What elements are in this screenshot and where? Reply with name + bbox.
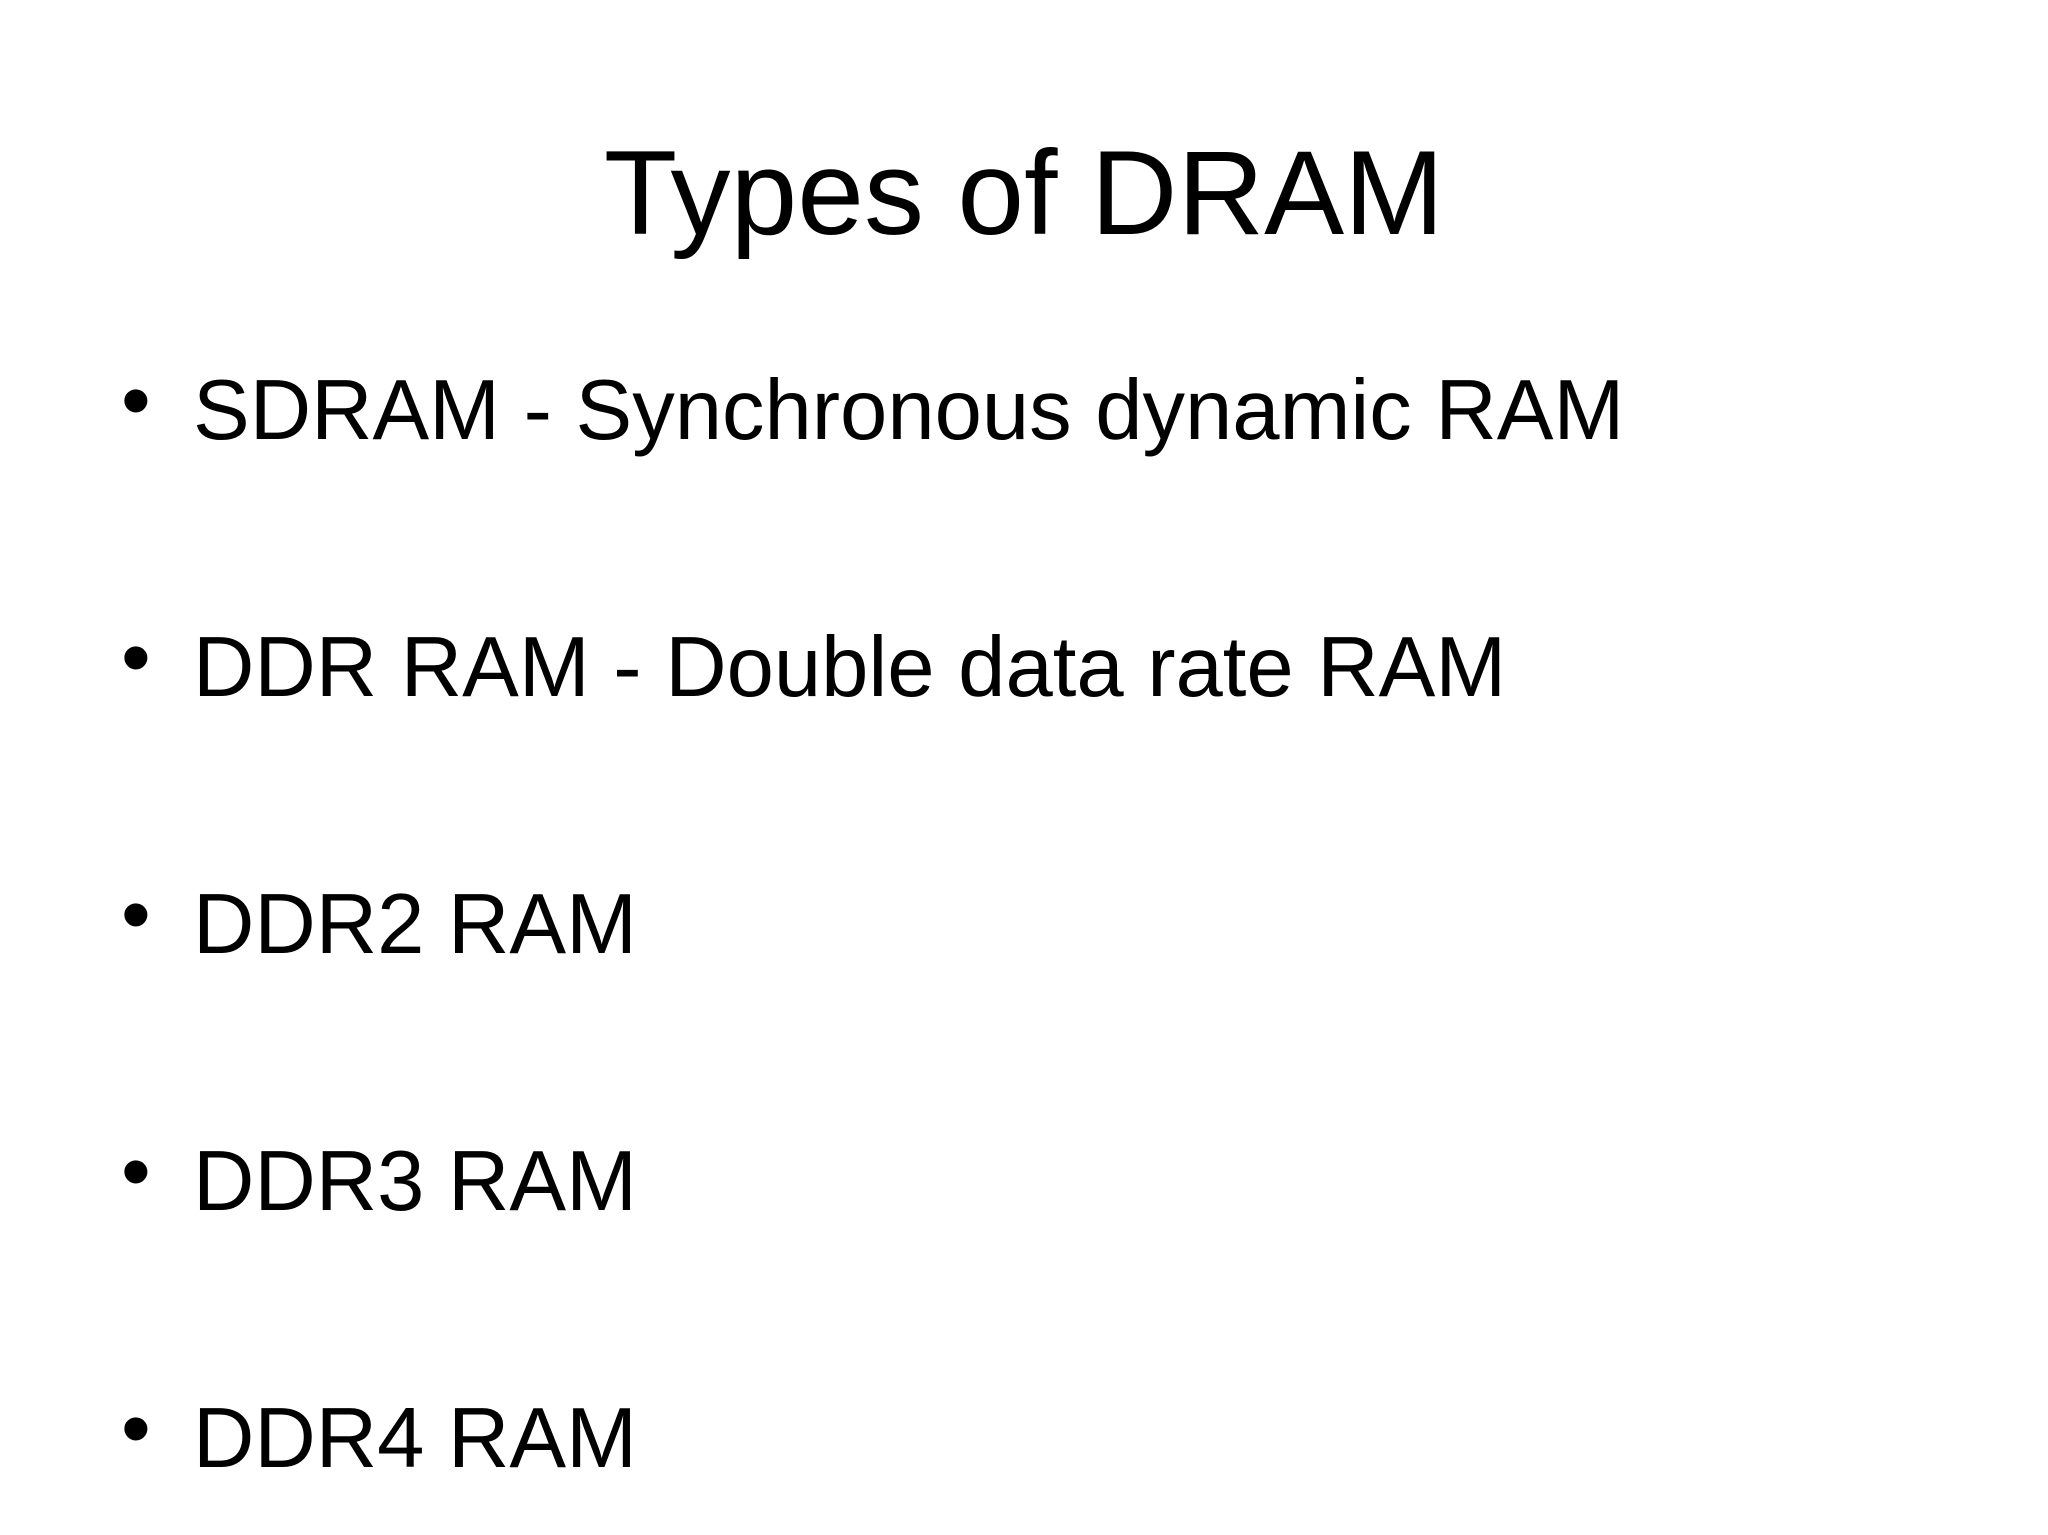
bullet-icon: • [121,353,151,448]
bullet-item: • DDR4 RAM [107,1381,2008,1490]
bullet-text: DDR2 RAM [193,877,637,972]
bullet-text: SDRAM - Synchronous dynamic RAM [193,363,1625,458]
bullet-text: DDR RAM - Double data rate RAM [193,620,1507,715]
bullet-item: • DDR RAM - Double data rate RAM [107,610,2008,719]
bullet-icon: • [121,610,151,705]
bullet-text: DDR4 RAM [193,1391,637,1486]
bullet-list: • SDRAM - Synchronous dynamic RAM • DDR … [107,353,2008,1490]
bullet-item: • SDRAM - Synchronous dynamic RAM [107,353,2008,462]
bullet-text: DDR3 RAM [193,1134,637,1229]
bullet-item: • DDR3 RAM [107,1124,2008,1233]
slide-title: Types of DRAM [603,126,1445,260]
bullet-icon: • [121,867,151,962]
bullet-icon: • [121,1124,151,1219]
bullet-icon: • [121,1381,151,1476]
bullet-item: • DDR2 RAM [107,867,2008,976]
